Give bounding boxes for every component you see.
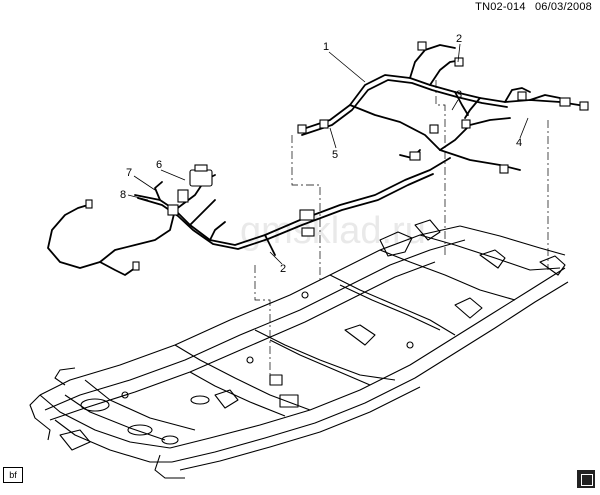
watermark-text: gmsklad.ru xyxy=(240,210,426,252)
callout-5: 5 xyxy=(332,149,338,161)
diagram-id: TN02-014 xyxy=(475,1,526,13)
callout-7: 7 xyxy=(126,167,132,179)
diagram-date: 06/03/2008 xyxy=(534,1,592,13)
vehicle-frame xyxy=(29,219,569,479)
callout-3: 3 xyxy=(456,89,462,101)
projection-lines xyxy=(254,80,549,380)
callout-2-top: 2 xyxy=(456,33,462,45)
callout-4: 4 xyxy=(516,137,522,149)
connectors xyxy=(85,41,589,271)
callout-6: 6 xyxy=(156,159,162,171)
book-icon xyxy=(577,470,595,488)
callout-leaders xyxy=(127,43,529,265)
diagram-header: TN02-014 06/03/2008 xyxy=(469,1,592,13)
figure-code: bf xyxy=(3,467,23,483)
callout-1: 1 xyxy=(323,41,329,53)
wiring-harness xyxy=(47,44,586,276)
callout-2-bottom: 2 xyxy=(280,263,286,275)
callout-8: 8 xyxy=(120,189,126,201)
callout-labels: 1 2 3 4 5 6 7 8 2 xyxy=(120,33,522,275)
